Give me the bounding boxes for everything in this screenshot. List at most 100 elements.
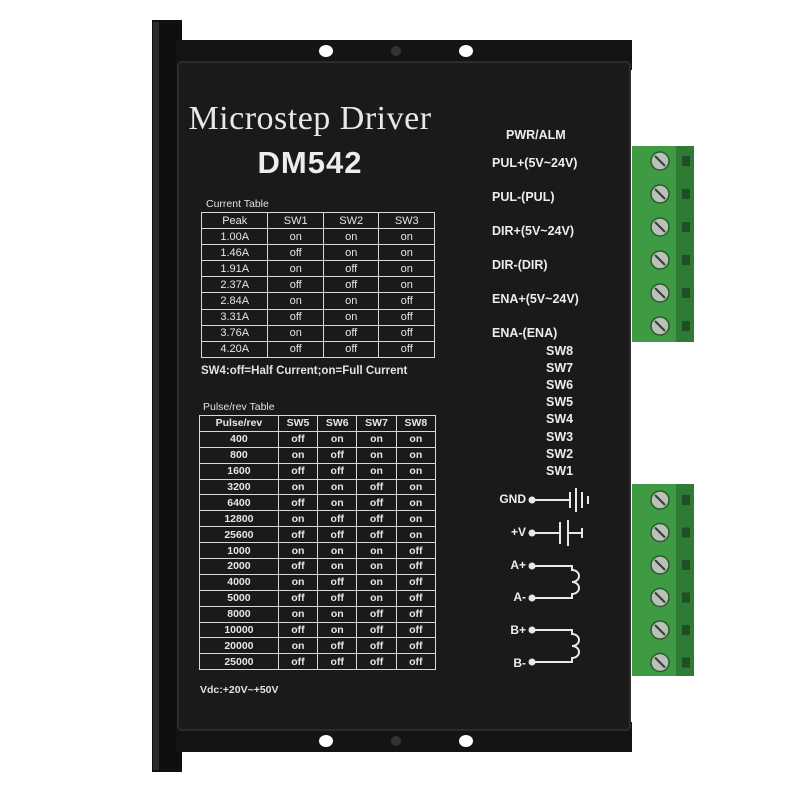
table-cell: off	[277, 430, 319, 448]
table-cell: off	[277, 558, 319, 575]
dip-switch-label: SW3	[546, 429, 574, 444]
screw-slot	[654, 591, 666, 604]
screw-slot	[654, 656, 666, 669]
wire-entry	[682, 288, 690, 298]
table-cell: off	[356, 526, 397, 544]
table-cell: 12800	[199, 510, 279, 528]
table-cell: on	[322, 292, 380, 310]
table-cell: off	[356, 653, 397, 671]
table-cell: off	[317, 510, 358, 528]
table-cell: on	[356, 446, 397, 464]
table-cell: 1000	[199, 542, 279, 560]
table-cell: on	[395, 494, 437, 512]
column-header: SW2	[322, 211, 380, 230]
table-cell: on	[395, 526, 437, 544]
table-cell: off	[277, 589, 319, 607]
table-cell: off	[395, 637, 437, 655]
power-terminal-label: A-	[513, 590, 526, 605]
table-cell: on	[395, 446, 437, 464]
table-cell: 4.20A	[200, 340, 269, 358]
table-cell: on	[322, 308, 380, 326]
table-cell: on	[356, 462, 397, 480]
power-terminal-label: A+	[510, 557, 526, 572]
screw-slot	[654, 559, 666, 571]
table-cell: off	[322, 340, 380, 358]
table-cell: off	[322, 324, 380, 342]
dip-switch-label: SW6	[546, 378, 574, 393]
dip-switch-label: SW1	[546, 463, 574, 478]
table-cell: on	[317, 621, 358, 639]
table-cell: on	[317, 605, 358, 623]
table-cell: on	[277, 573, 319, 591]
table-cell: off	[317, 462, 358, 480]
wire-entry	[682, 625, 690, 635]
table-cell: off	[267, 244, 324, 262]
table-cell: on	[356, 573, 397, 591]
wire-entry	[682, 527, 690, 538]
table-cell: on	[267, 292, 324, 310]
table-cell: 4000	[199, 573, 279, 591]
table-cell: on	[378, 260, 435, 278]
wire-entry	[682, 222, 690, 232]
table-cell: 1.46A	[200, 244, 269, 262]
table-cell: on	[277, 478, 319, 496]
column-header: SW1	[267, 211, 324, 230]
screw-slot	[654, 155, 666, 167]
table-cell: 3.31A	[200, 308, 269, 326]
dip-switch-label: SW4	[546, 412, 574, 427]
table-cell: off	[277, 494, 319, 512]
table-cell: off	[378, 308, 435, 326]
screw-slot	[654, 221, 666, 233]
table-cell: off	[267, 340, 324, 358]
screw-slot	[654, 287, 666, 299]
table-cell: on	[317, 478, 358, 496]
table-cell: off	[317, 589, 358, 607]
column-header: Pulse/rev	[199, 415, 279, 432]
table-cell: off	[356, 494, 397, 512]
terminal-label: ENA-(ENA)	[492, 326, 558, 340]
table-cell: on	[378, 276, 435, 294]
table-cell: off	[395, 621, 437, 639]
table-cell: off	[356, 605, 397, 623]
supply-voltage-note: Vdc:+20V~+50V	[200, 684, 279, 696]
wire-entry	[682, 189, 690, 199]
table-cell: 1600	[199, 462, 279, 480]
table-cell: on	[395, 462, 437, 480]
table-cell: 25600	[199, 526, 279, 544]
column-header: SW7	[356, 415, 397, 432]
signal-terminal-block	[632, 146, 694, 342]
table-cell: on	[378, 244, 435, 262]
column-header: SW8	[395, 415, 437, 432]
power-terminal-label: GND	[499, 492, 526, 506]
table-cell: 2.37A	[200, 276, 269, 294]
table-cell: off	[277, 621, 319, 639]
table-cell: off	[356, 510, 397, 528]
wire-entry	[682, 592, 690, 603]
status-led-label: PWR/ALM	[506, 128, 566, 142]
table-cell: on	[356, 558, 397, 575]
table-cell: 10000	[199, 621, 279, 639]
wire-entry	[682, 560, 690, 570]
table-cell: off	[395, 542, 437, 560]
screw-slot	[654, 494, 666, 506]
table-cell: 2000	[199, 558, 279, 575]
product-title: Microstep Driver	[188, 100, 432, 137]
column-header: SW5	[277, 415, 319, 432]
mount-hole	[459, 45, 473, 57]
table-cell: on	[322, 228, 380, 246]
